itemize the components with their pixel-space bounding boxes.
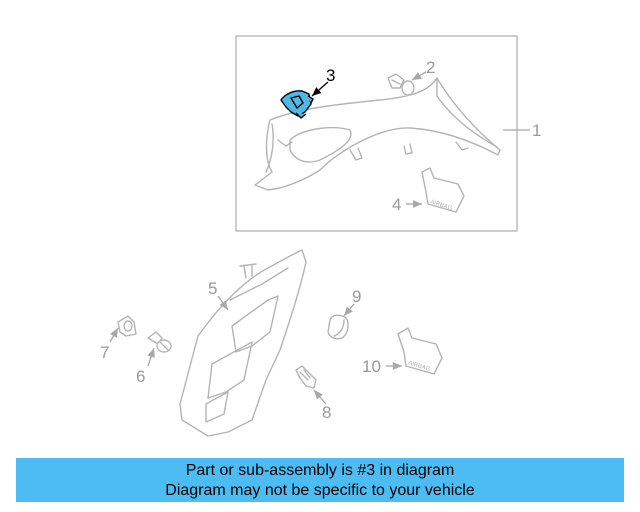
leader-lines xyxy=(109,71,530,405)
clip-part-2[interactable] xyxy=(387,73,415,96)
callout-9[interactable]: 9 xyxy=(352,287,361,306)
callout-10[interactable]: 10 xyxy=(362,357,381,376)
detail-box xyxy=(235,35,518,232)
grommet-part-7[interactable] xyxy=(117,315,137,337)
bracket-part-3[interactable] xyxy=(280,90,314,119)
callout-2[interactable]: 2 xyxy=(426,58,435,77)
banner-line-1: Part or sub-assembly is #3 in diagram xyxy=(185,462,455,479)
callout-5[interactable]: 5 xyxy=(208,279,217,298)
airbag-emblem-part-4[interactable]: AIRBAG xyxy=(421,167,465,213)
callout-4[interactable]: 4 xyxy=(392,195,401,214)
info-banner: Part or sub-assembly is #3 in diagram Di… xyxy=(16,458,624,502)
push-pin-part-6[interactable] xyxy=(147,331,172,353)
callout-7[interactable]: 7 xyxy=(100,343,109,362)
screw-part-8[interactable] xyxy=(295,365,317,389)
callout-3[interactable]: 3 xyxy=(326,66,335,85)
callout-8[interactable]: 8 xyxy=(322,403,331,422)
callout-1[interactable]: 1 xyxy=(532,121,541,140)
callout-6[interactable]: 6 xyxy=(136,367,145,386)
airbag-emblem-part-10[interactable]: AIRBAG xyxy=(397,327,443,375)
pillar-trim-panel-part-1[interactable] xyxy=(254,77,501,191)
banner-line-2: Diagram may not be specific to your vehi… xyxy=(165,482,475,499)
cap-part-9[interactable] xyxy=(327,314,349,340)
lower-pillar-trim-part-5[interactable] xyxy=(179,249,307,437)
